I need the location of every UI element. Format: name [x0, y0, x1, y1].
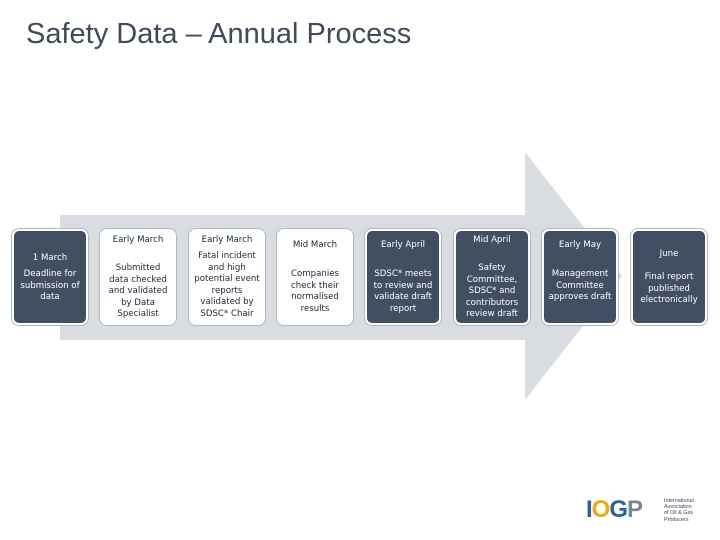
- step-box: 1 March Deadline for submission of data: [12, 229, 88, 325]
- step-date: June: [659, 249, 679, 259]
- step-date: Mid April: [473, 235, 511, 245]
- step-description: Management Committee approves draft: [548, 269, 612, 303]
- step-description: SDSC* meets to review and validate draft…: [373, 269, 433, 314]
- step-description: Safety Committee, SDSC* and contributors…: [465, 263, 519, 320]
- step-box: Mid March Companies check their normalis…: [277, 229, 353, 325]
- step-box: Mid April Safety Committee, SDSC* and co…: [454, 229, 530, 325]
- step-box: Early March Fatal incident and high pote…: [189, 229, 265, 325]
- iogp-logo: IOGP International Association of Oil & …: [586, 496, 702, 524]
- step-description: Submitted data checked and validated by …: [108, 263, 168, 320]
- step-box: Early March Submitted data checked and v…: [100, 229, 176, 325]
- step-date: Early March: [201, 235, 253, 245]
- step-date: Early April: [380, 240, 426, 250]
- step-date: Early March: [112, 235, 164, 245]
- logo-text: International Association of Oil & Gas P…: [664, 498, 694, 523]
- step-date: 1 March: [32, 253, 68, 263]
- step-box: Early May Management Committee approves …: [542, 229, 618, 325]
- step-date: Early May: [558, 240, 602, 250]
- step-description: Deadline for submission of data: [20, 269, 80, 303]
- page-title: Safety Data – Annual Process: [26, 18, 412, 50]
- step-box: Early April SDSC* meets to review and va…: [365, 229, 441, 325]
- step-box: June Final report published electronical…: [631, 229, 707, 325]
- step-date: Mid March: [292, 240, 338, 250]
- logo-mark: IOGP: [586, 496, 643, 523]
- step-description: Fatal incident and high potential event …: [194, 251, 260, 319]
- step-description: Final report published electronically: [640, 272, 698, 306]
- step-description: Companies check their normalised results: [291, 269, 339, 314]
